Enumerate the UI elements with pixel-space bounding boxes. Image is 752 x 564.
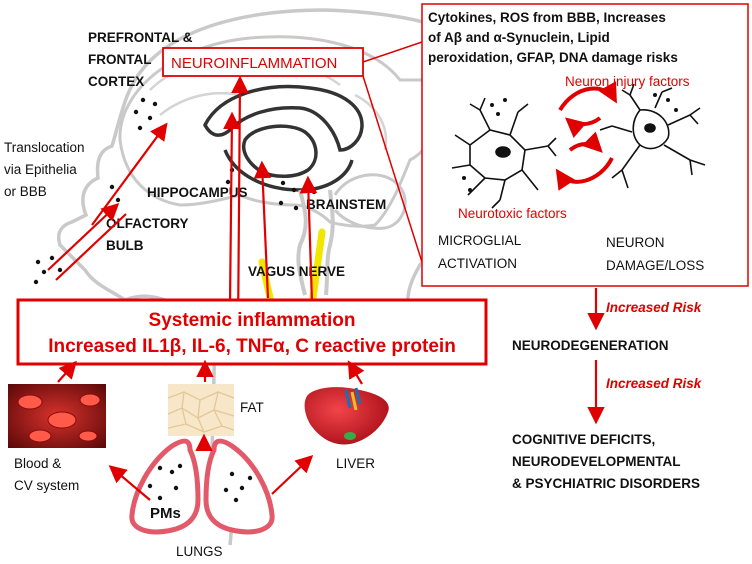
label-liver: LIVER: [336, 456, 375, 471]
lungs-icon: [129, 438, 275, 535]
label-neuroinflammation: NEUROINFLAMMATION: [171, 55, 337, 72]
cycle-arrow-bottom: [555, 157, 614, 191]
label-risk-2: Increased Risk: [606, 376, 703, 391]
neuroinflammation-box: [162, 47, 364, 77]
label-risk-1: Increased Risk: [606, 300, 703, 315]
cycle-arrow-inner-2: [568, 131, 603, 153]
arrow-lungs-to-blood: [108, 465, 151, 501]
fornix: [223, 149, 354, 192]
inset-factors: Cytokines, ROS from BBB, Increases of Aβ…: [428, 10, 678, 65]
cycle-arrow-top: [558, 81, 617, 112]
label-blood: Blood & CV system: [14, 456, 79, 493]
label-fat: FAT: [240, 400, 264, 415]
neuron-dots: [653, 93, 678, 112]
lung-particle-dots: [147, 463, 253, 503]
blood-vessel-image: [8, 384, 106, 448]
arrow-nose-to-olfactory: [47, 202, 120, 271]
label-olfactory: OLFACTORY BULB: [106, 216, 192, 253]
arrow-olfactory-to-cortex: [91, 122, 168, 226]
label-lungs: LUNGS: [176, 544, 223, 559]
label-brainstem: BRAINSTEM: [306, 197, 386, 212]
systemic-title: Systemic inflammation: [149, 310, 356, 331]
arrow-brainstem-up: [299, 175, 318, 303]
label-prefrontal: PREFRONTAL & FRONTAL CORTEX: [88, 30, 196, 89]
systemic-inflammation-box: [16, 298, 488, 366]
label-microglial: MICROGLIAL ACTIVATION: [438, 233, 525, 271]
fat-tissue-image: [167, 384, 235, 436]
label-vagus: VAGUS NERVE: [248, 264, 345, 279]
arrow-systemic-to-cortex: [223, 111, 241, 306]
label-neuron: NEURON DAMAGE/LOSS: [606, 235, 704, 273]
brainstem-structure: [296, 189, 335, 296]
neuron-cell-icon: [599, 83, 706, 189]
arrow-liver-to-systemic: [347, 360, 365, 385]
arrow-lungs-to-liver: [271, 454, 314, 495]
label-neurodegeneration: NEURODEGENERATION: [512, 338, 669, 353]
label-translocation: Translocation via Epithelia or BBB: [4, 140, 88, 199]
thalamus: [242, 124, 318, 178]
label-final-outcomes: COGNITIVE DEFICITS, NEURODEVELOPMENTAL &…: [512, 432, 700, 491]
brain-outline: [118, 35, 438, 228]
connector-box-to-inset: [362, 41, 423, 63]
microglia-cell-icon: [451, 97, 557, 209]
connector-box-to-inset-2: [362, 75, 423, 263]
liver-icon: [304, 387, 389, 445]
arrow-systemic-to-neuroinflammation: [231, 75, 249, 336]
label-neuron-injury: Neuron injury factors: [565, 74, 690, 89]
label-neurotoxic: Neurotoxic factors: [458, 206, 567, 221]
cycle-arrow-inner-1: [564, 116, 602, 138]
arrow-nose-to-olfactory-2: [55, 213, 127, 281]
label-pms: PMs: [150, 505, 181, 522]
corpus-callosum: [203, 84, 364, 152]
arrow-blood-to-systemic: [57, 360, 77, 383]
systemic-markers: Increased IL1β, IL-6, TNFα, C reactive p…: [48, 336, 456, 357]
microglia-dots: [462, 98, 507, 192]
label-hippocampus: HIPPOCAMPUS: [147, 185, 248, 200]
arrow-vagus-up: [253, 160, 272, 299]
